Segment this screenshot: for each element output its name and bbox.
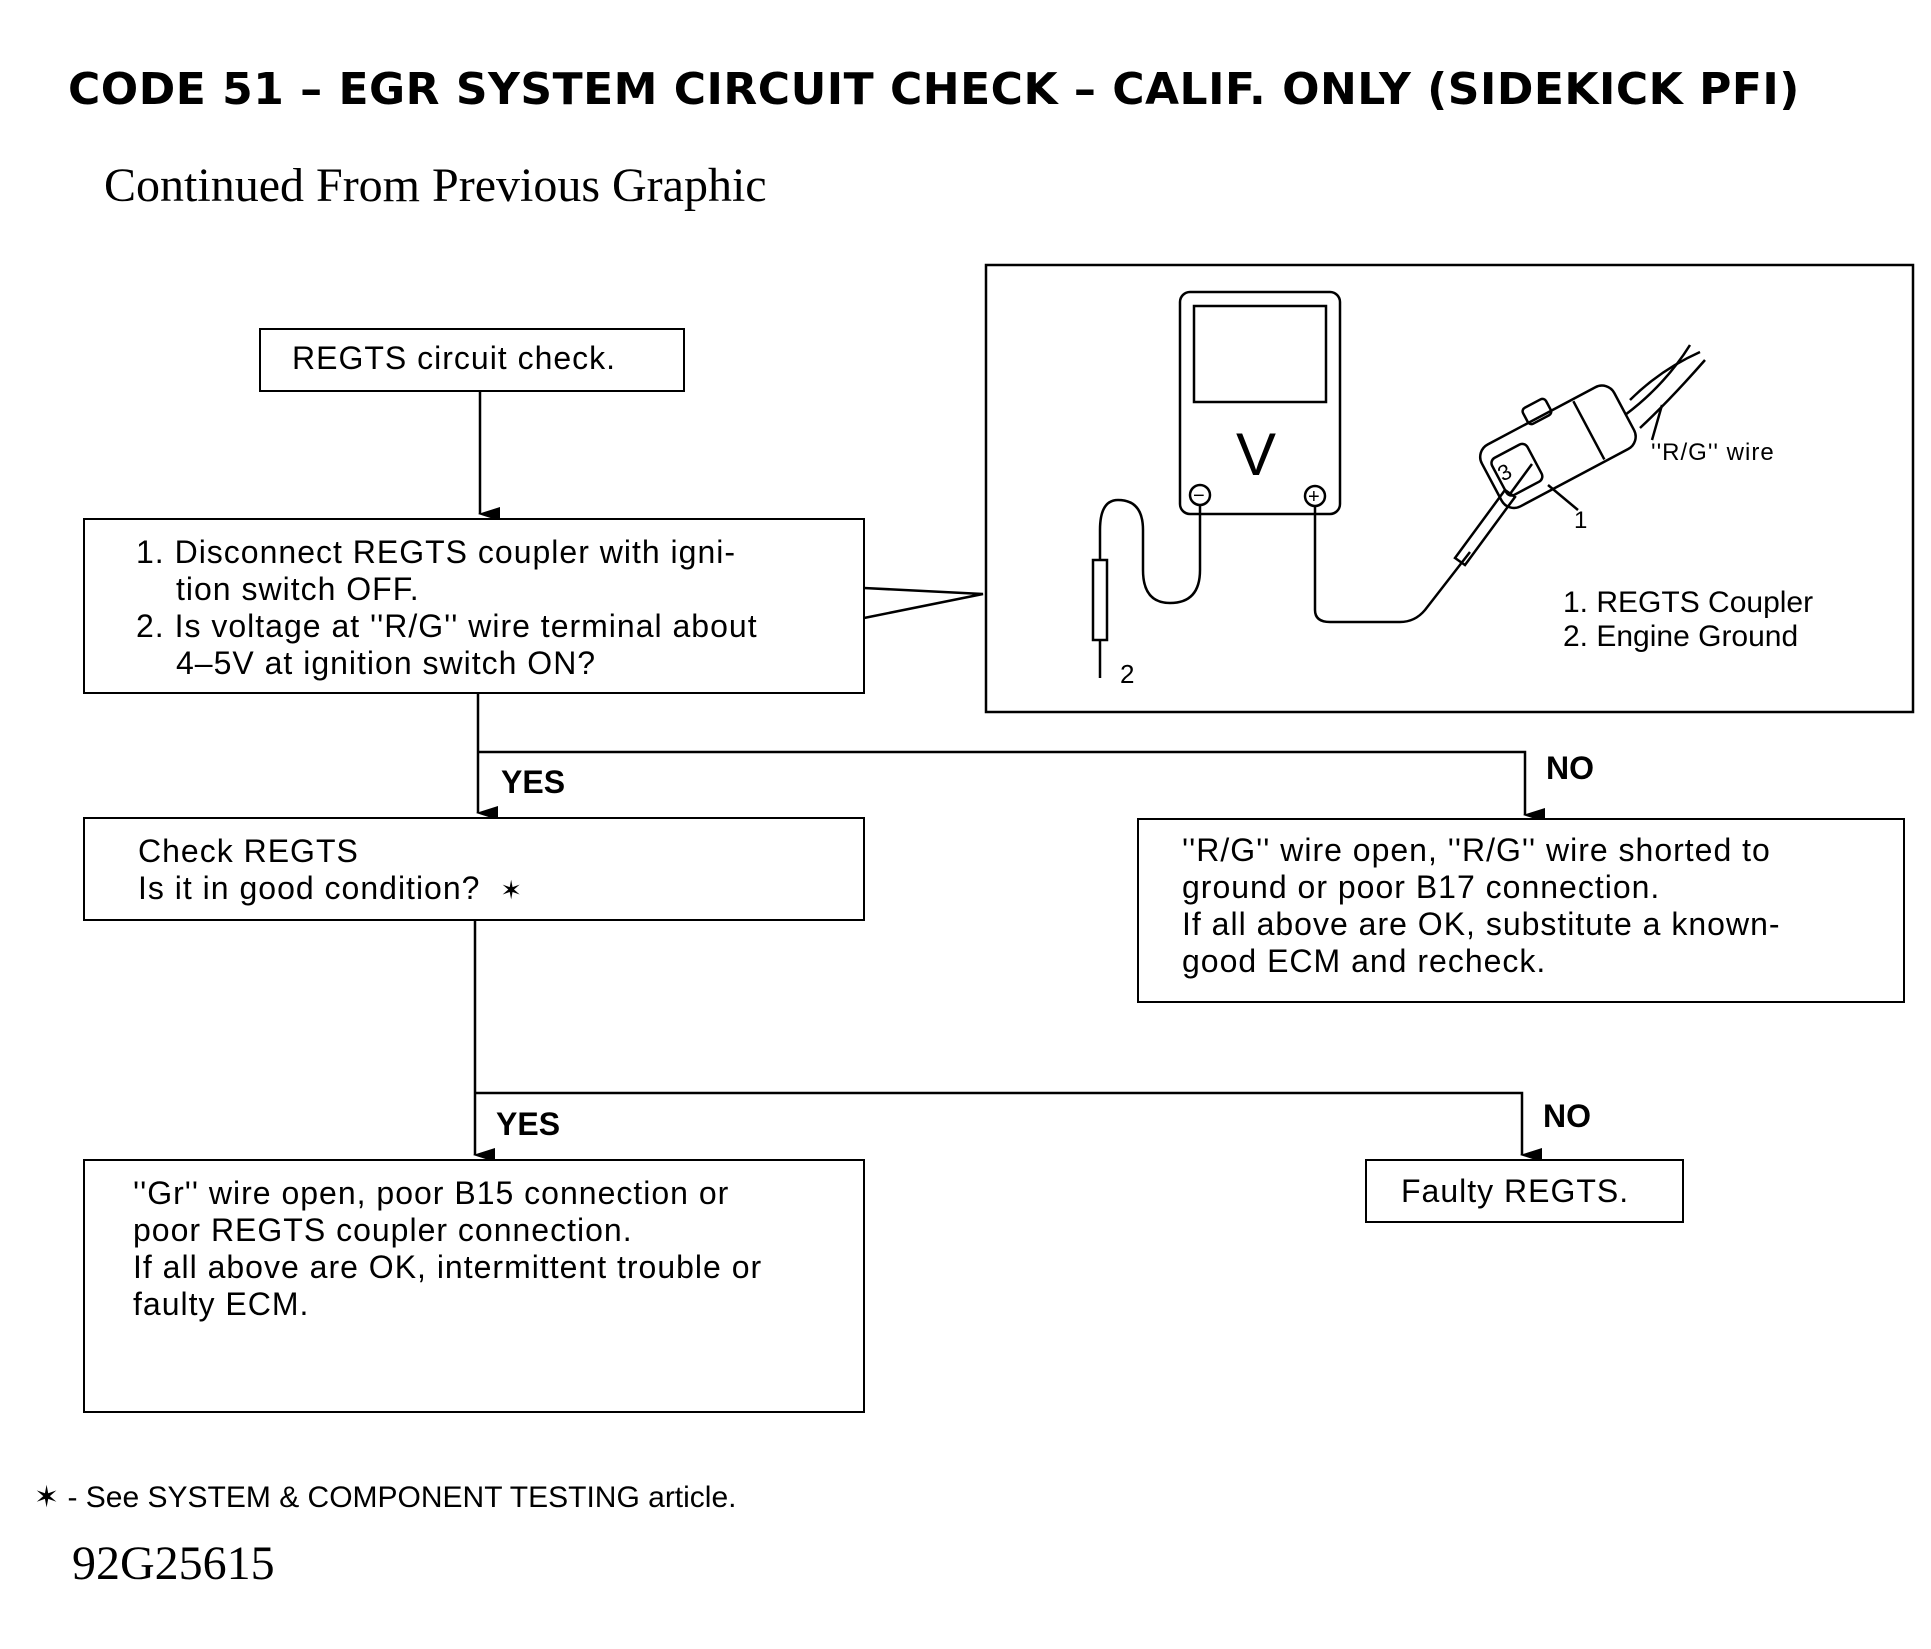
ground-probe xyxy=(1091,558,1109,642)
leader-to-illustration xyxy=(863,586,984,620)
step1-line4: 4–5V at ignition switch ON? xyxy=(176,645,597,681)
yes2-line2: poor REGTS coupler connection. xyxy=(133,1212,633,1248)
no1-line2: ground or poor B17 connection. xyxy=(1182,869,1661,905)
start-box: REGTS circuit check. xyxy=(259,328,685,392)
no1-box: ''R/G'' wire open, ''R/G'' wire shorted … xyxy=(1137,818,1905,1003)
no2-box: Faulty REGTS. xyxy=(1365,1159,1684,1223)
regts-coupler-icon xyxy=(1478,384,1637,510)
no-label-step1: NO xyxy=(1546,750,1594,786)
coupler-marking: 3 xyxy=(1493,458,1516,486)
yes2-box: ''Gr'' wire open, poor B15 connection or… xyxy=(83,1159,865,1413)
yes2-line4: faulty ECM. xyxy=(133,1286,310,1322)
callout-1: 1 xyxy=(1574,507,1587,534)
callout-2: 2 xyxy=(1120,659,1134,689)
step1-line1: 1. Disconnect REGTS coupler with igni- xyxy=(136,534,736,570)
back-probe xyxy=(1453,488,1517,567)
step2-line1: Check REGTS xyxy=(138,833,359,869)
start-text: REGTS circuit check. xyxy=(292,340,617,376)
page-title: CODE 51 – EGR SYSTEM CIRCUIT CHECK – CAL… xyxy=(68,64,1800,115)
no1-line4: good ECM and recheck. xyxy=(1182,943,1547,979)
step1-line3: 2. Is voltage at ''R/G'' wire terminal a… xyxy=(136,608,758,644)
no1-line1: ''R/G'' wire open, ''R/G'' wire shorted … xyxy=(1182,832,1771,868)
plus-sign: + xyxy=(1308,486,1320,508)
arrow-step2-no xyxy=(475,1091,1542,1162)
step1-box: 1. Disconnect REGTS coupler with igni- t… xyxy=(83,518,865,694)
see-note-marker: ✶ xyxy=(500,875,524,905)
arrow-step1-no xyxy=(478,750,1545,822)
minus-sign: − xyxy=(1193,485,1205,507)
rg-wire xyxy=(1629,350,1701,401)
no-label-step2: NO xyxy=(1543,1098,1591,1134)
step2-line2: Is it in good condition? xyxy=(138,870,481,906)
step2-box: Check REGTS Is it in good condition? ✶ xyxy=(83,817,865,921)
legend-engine-ground: 2. Engine Ground xyxy=(1563,620,1798,653)
no1-line3: If all above are OK, substitute a known- xyxy=(1182,906,1781,942)
yes2-line1: ''Gr'' wire open, poor B15 connection or xyxy=(133,1175,730,1211)
no2-text: Faulty REGTS. xyxy=(1401,1173,1630,1209)
positive-lead xyxy=(1313,506,1471,624)
legend-regts-coupler: 1. REGTS Coupler xyxy=(1563,586,1813,619)
negative-lead xyxy=(1098,498,1202,605)
figure-id: 92G25615 xyxy=(72,1537,275,1590)
yes2-line3: If all above are OK, intermittent troubl… xyxy=(133,1249,763,1285)
rg-wire-label: ''R/G'' wire xyxy=(1651,439,1775,466)
coupler-callout-leader xyxy=(1547,484,1579,511)
voltmeter-symbol: V xyxy=(1236,421,1276,488)
wire-callout-leader xyxy=(1650,404,1664,441)
illustration-frame xyxy=(984,263,1915,714)
page-subtitle: Continued From Previous Graphic xyxy=(104,159,767,212)
voltmeter-icon xyxy=(1178,290,1342,516)
footnote: ✶ - See SYSTEM & COMPONENT TESTING artic… xyxy=(34,1481,737,1514)
voltmeter-display xyxy=(1192,304,1328,404)
step1-line2: tion switch OFF. xyxy=(176,571,420,607)
yes-label-step2: YES xyxy=(496,1106,561,1142)
yes-label-step1: YES xyxy=(501,764,566,800)
